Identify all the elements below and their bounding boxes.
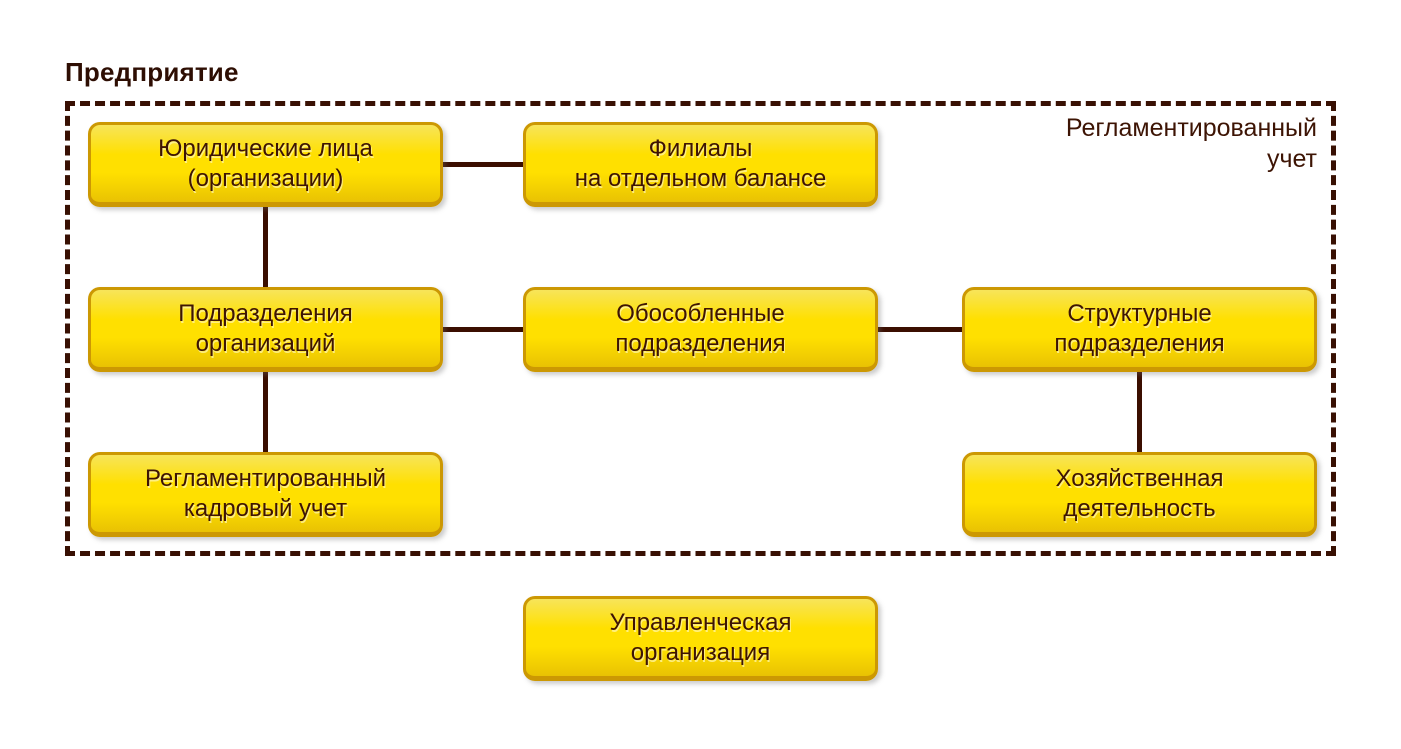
node-regulated-hr-accounting: Регламентированный кадровый учет: [88, 452, 443, 537]
node-regulated-hr-label: кадровый учет: [183, 494, 348, 522]
node-structural-subdivisions: Структурные подразделения: [962, 287, 1317, 372]
node-branches-label: на отдельном балансе: [574, 164, 827, 192]
node-branches-separate-balance: Филиалы на отдельном балансе: [523, 122, 878, 207]
node-org-subdivisions-label: Подразделения: [178, 299, 353, 327]
node-structural-subdivisions-label: Структурные: [1067, 299, 1212, 327]
regulated-accounting-label: Регламентированный учет: [1066, 113, 1317, 175]
edge-org-subdivisions-separate-subdivisions: [441, 327, 525, 332]
node-management-organization-label: организация: [630, 638, 771, 666]
edge-structural-subdivisions-business-activity: [1137, 370, 1142, 455]
node-org-subdivisions-label: организаций: [195, 329, 336, 357]
edge-legal-entities-branches: [441, 162, 525, 167]
node-management-organization-label: Управленческая: [609, 608, 792, 636]
node-branches-label: Филиалы: [648, 134, 753, 162]
node-structural-subdivisions-label: подразделения: [1054, 329, 1225, 357]
node-separate-subdivisions-label: Обособленные: [616, 299, 785, 327]
node-legal-entities-label: (организации): [187, 164, 344, 192]
node-regulated-hr-label: Регламентированный: [144, 464, 387, 492]
regulated-accounting-label-line: учет: [1266, 145, 1317, 173]
node-org-subdivisions: Подразделения организаций: [88, 287, 443, 372]
node-management-organization: Управленческая организация: [523, 596, 878, 681]
node-separate-subdivisions-label: подразделения: [615, 329, 786, 357]
node-separate-subdivisions: Обособленные подразделения: [523, 287, 878, 372]
edge-org-subdivisions-regulated-hr: [263, 370, 268, 455]
regulated-accounting-label-line: Регламентированный: [1065, 114, 1317, 142]
node-business-activity-label: деятельность: [1063, 494, 1216, 522]
node-business-activity-label: Хозяйственная: [1055, 464, 1224, 492]
diagram-title: Предприятие: [65, 57, 239, 87]
edge-legal-entities-org-subdivisions: [263, 204, 268, 290]
enterprise-boundary-frame: [65, 101, 1336, 556]
node-legal-entities-label: Юридические лица: [158, 134, 373, 162]
node-legal-entities: Юридические лица (организации): [88, 122, 443, 207]
edge-separate-subdivisions-structural-subdivisions: [876, 327, 964, 332]
node-business-activity: Хозяйственная деятельность: [962, 452, 1317, 537]
